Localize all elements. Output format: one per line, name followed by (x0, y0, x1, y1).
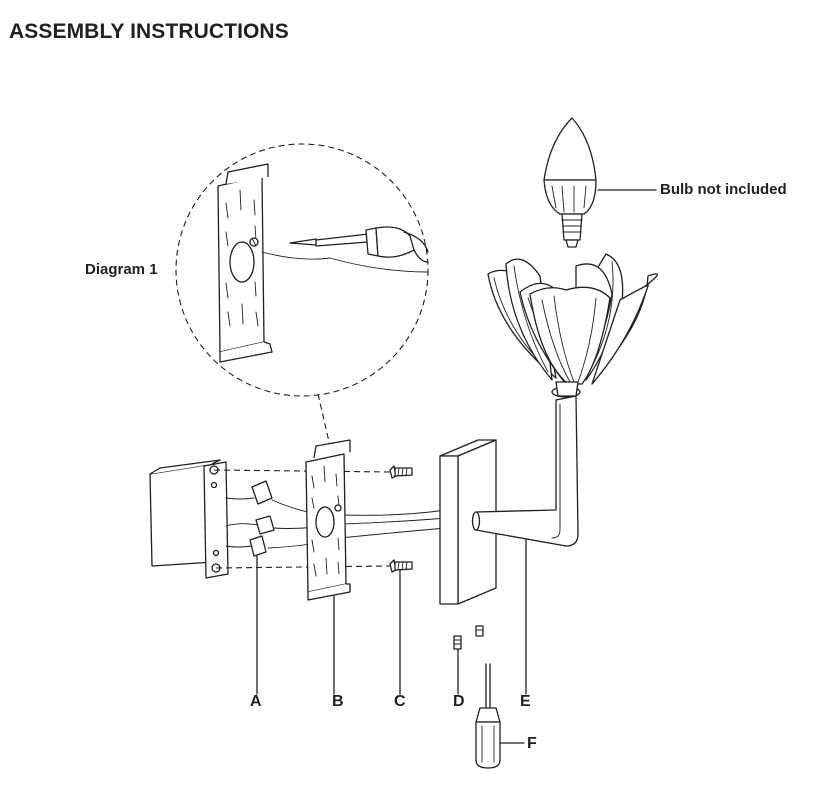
part-label-d: D (453, 693, 465, 710)
part-label-f: F (527, 735, 537, 752)
mounting-screws (389, 465, 413, 573)
hex-screwdriver (475, 663, 501, 769)
bulb (543, 117, 597, 248)
part-label-c: C (394, 693, 406, 710)
zoom-screwdriver (261, 226, 429, 273)
wire-nuts (225, 480, 275, 557)
zoom-mounting-bracket (217, 163, 273, 363)
junction-box (149, 459, 229, 579)
bulb-not-included-label: Bulb not included (660, 181, 787, 198)
set-screws (453, 625, 484, 650)
part-label-a: A (250, 693, 262, 710)
page-title: ASSEMBLY INSTRUCTIONS (9, 20, 289, 43)
zoom-circle (175, 143, 429, 447)
diagram-1-label: Diagram 1 (85, 261, 158, 278)
part-label-b: B (332, 693, 344, 710)
flower-shade (487, 253, 658, 398)
part-label-e: E (520, 693, 531, 710)
alignment-lines (213, 469, 391, 569)
wires (267, 499, 447, 549)
mounting-bracket (305, 439, 351, 601)
leader-lines (256, 539, 527, 744)
sconce-arm (471, 395, 579, 547)
